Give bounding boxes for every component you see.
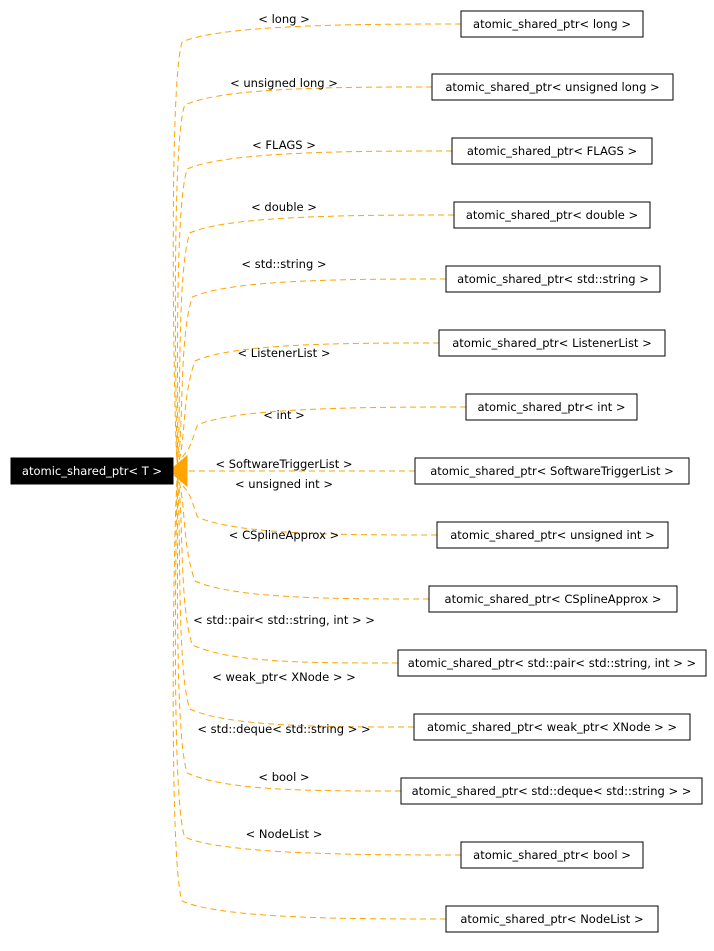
- instance-node-label: atomic_shared_ptr< NodeList >: [460, 912, 643, 926]
- inheritance-edge: [176, 472, 438, 536]
- inheritance-edge: [174, 480, 462, 856]
- instance-node-box: [436, 521, 669, 549]
- template-argument-label: < long >: [258, 12, 309, 26]
- instance-node[interactable]: atomic_shared_ptr< CSplineApprox >: [428, 585, 678, 613]
- template-argument-label: < unsigned int >: [235, 477, 333, 491]
- arrowheads-layer: [172, 454, 188, 488]
- template-argument-label: < CSplineApprox >: [229, 528, 339, 542]
- instance-node[interactable]: atomic_shared_ptr< NodeList >: [445, 905, 659, 933]
- template-argument-label: < int >: [263, 408, 305, 422]
- template-argument-label: < bool >: [258, 770, 309, 784]
- instance-node[interactable]: atomic_shared_ptr< int >: [465, 393, 638, 421]
- instance-node[interactable]: atomic_shared_ptr< long >: [460, 10, 644, 38]
- template-argument-label: < double >: [251, 200, 317, 214]
- instance-node-label: atomic_shared_ptr< std::pair< std::strin…: [408, 656, 696, 670]
- instance-node-box: [431, 73, 674, 101]
- instance-node[interactable]: atomic_shared_ptr< std::pair< std::strin…: [397, 649, 707, 677]
- nodes-layer: atomic_shared_ptr< long > atomic_shared_p…: [397, 10, 707, 933]
- inheritance-edge: [176, 478, 402, 792]
- instance-node-box: [453, 201, 651, 229]
- template-argument-label: < std::pair< std::string, int > >: [193, 613, 375, 627]
- inheritance-edge: [174, 86, 433, 462]
- instance-node-box: [400, 777, 703, 805]
- instance-node-label: atomic_shared_ptr< std::deque< std::stri…: [412, 784, 692, 798]
- instance-node[interactable]: atomic_shared_ptr< double >: [453, 201, 651, 229]
- instance-node-box: [445, 905, 659, 933]
- base-class-label: atomic_shared_ptr< T >: [22, 464, 162, 478]
- instance-node-box: [438, 329, 666, 357]
- inheritance-edge: [176, 150, 453, 464]
- edges-layer: < long > < unsigned long > < FLAGS > < doub…: [172, 12, 467, 920]
- instance-node-box: [445, 265, 661, 293]
- instance-node-box: [414, 457, 690, 485]
- instance-node-label: atomic_shared_ptr< unsigned int >: [450, 528, 654, 542]
- template-argument-label: < weak_ptr< XNode > >: [212, 670, 356, 684]
- inheritance-edge: [176, 278, 447, 467]
- template-argument-label: < ListenerList >: [238, 346, 331, 360]
- inheritance-edge: [176, 214, 455, 465]
- base-class-node[interactable]: atomic_shared_ptr< T >: [10, 457, 174, 485]
- inheritance-arrowhead: [172, 474, 188, 488]
- instance-node-box: [460, 10, 644, 38]
- inheritance-edge: [176, 342, 440, 468]
- instance-node-label: atomic_shared_ptr< ListenerList >: [452, 336, 651, 350]
- instance-node-box: [413, 713, 691, 741]
- instance-node[interactable]: atomic_shared_ptr< std::string >: [445, 265, 661, 293]
- instance-node-label: atomic_shared_ptr< std::string >: [457, 272, 649, 286]
- template-argument-label: < NodeList >: [246, 827, 323, 841]
- instance-node[interactable]: atomic_shared_ptr< ListenerList >: [438, 329, 666, 357]
- instance-node-label: atomic_shared_ptr< SoftwareTriggerList >: [430, 464, 674, 478]
- inheritance-edge: [176, 474, 430, 600]
- instance-node-box: [451, 137, 653, 165]
- template-argument-label: < unsigned long >: [230, 76, 338, 90]
- instance-node[interactable]: atomic_shared_ptr< SoftwareTriggerList >: [414, 457, 690, 485]
- inheritance-edge: [176, 477, 415, 728]
- instance-node-box: [465, 393, 638, 421]
- instance-node-label: atomic_shared_ptr< bool >: [473, 848, 631, 862]
- instance-node-label: atomic_shared_ptr< long >: [473, 17, 631, 31]
- inheritance-edge: [176, 475, 399, 664]
- instance-node[interactable]: atomic_shared_ptr< FLAGS >: [451, 137, 653, 165]
- instance-node[interactable]: atomic_shared_ptr< std::deque< std::stri…: [400, 777, 703, 805]
- template-argument-label: < SoftwareTriggerList >: [215, 457, 352, 471]
- instance-node[interactable]: atomic_shared_ptr< bool >: [460, 841, 644, 869]
- instance-node-label: atomic_shared_ptr< weak_ptr< XNode > >: [427, 720, 677, 734]
- template-argument-label: < FLAGS >: [252, 138, 316, 152]
- instance-node[interactable]: atomic_shared_ptr< weak_ptr< XNode > >: [413, 713, 691, 741]
- instance-node-label: atomic_shared_ptr< FLAGS >: [467, 144, 637, 158]
- template-argument-label: < std::deque< std::string > >: [197, 722, 370, 736]
- instance-node-box: [397, 649, 707, 677]
- template-argument-label: < std::string >: [241, 257, 326, 271]
- instance-node-label: atomic_shared_ptr< unsigned long >: [445, 80, 659, 94]
- instance-node-label: atomic_shared_ptr< int >: [477, 400, 625, 414]
- inheritance-edge: [176, 406, 467, 470]
- instance-node-box: [460, 841, 644, 869]
- instance-node-label: atomic_shared_ptr< double >: [466, 208, 638, 222]
- instance-node-box: [428, 585, 678, 613]
- inheritance-edge: [172, 480, 447, 920]
- instance-node-label: atomic_shared_ptr< CSplineApprox >: [445, 592, 662, 606]
- inheritance-edge: [172, 23, 462, 462]
- instance-node[interactable]: atomic_shared_ptr< unsigned long >: [431, 73, 674, 101]
- instance-node[interactable]: atomic_shared_ptr< unsigned int >: [436, 521, 669, 549]
